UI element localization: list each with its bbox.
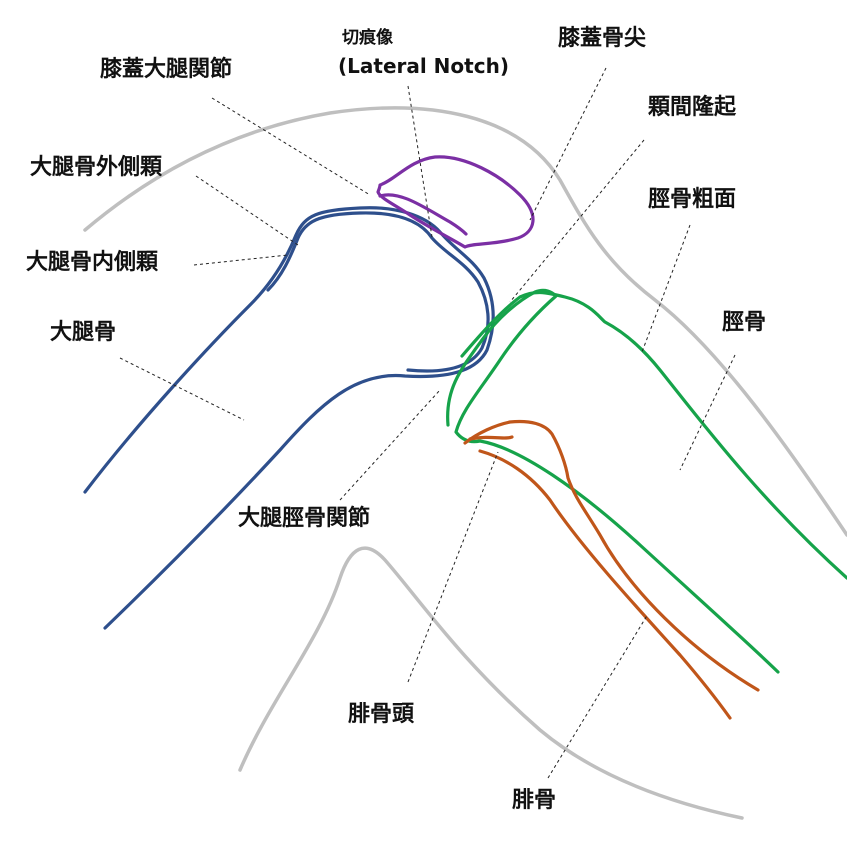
leader-lateral-notch (407, 85, 433, 238)
leader-intercondylar-eminence (509, 139, 645, 303)
leader-femur (119, 357, 245, 421)
leader-tibiofemoral-joint (339, 389, 441, 501)
leader-patella-apex (529, 67, 607, 221)
leader-fibula (547, 613, 649, 779)
tibia-outline-posterior (446, 288, 780, 674)
label-medial-femoral-condyle: 大腿骨内側顆 (26, 250, 159, 275)
patella-inner-line (378, 193, 468, 236)
patella-outline (376, 155, 535, 249)
label-patella-apex: 膝蓋骨尖 (558, 26, 647, 51)
femur-outline (83, 206, 495, 630)
label-lateral-femoral-condyle: 大腿骨外側顆 (30, 155, 163, 180)
label-tibial-tuberosity: 脛骨粗面 (648, 187, 737, 212)
label-patellofemoral-joint: 膝蓋大腿関節 (100, 57, 233, 82)
leader-fibular-head (407, 451, 499, 683)
lateral-femoral-condyle-outline (266, 211, 490, 373)
leader-tibial-tuberosity (641, 224, 691, 353)
leader-patellofemoral-joint (211, 97, 371, 196)
leader-medial-femoral-condyle (193, 254, 289, 266)
label-tibiofemoral-joint: 大腿脛骨関節 (238, 506, 371, 531)
label-fibula: 腓骨 (512, 788, 557, 813)
fibula-outline-right (468, 435, 732, 720)
tibia-outline-anterior (460, 290, 847, 580)
label-lateral-notch-en: (Lateral Notch) (338, 54, 509, 78)
thigh-skin-outline (83, 106, 847, 537)
label-femur: 大腿骨 (50, 320, 117, 345)
label-intercondylar-eminence: 顆間隆起 (648, 95, 737, 120)
label-lateral-notch-jp: 切痕像 (342, 28, 393, 48)
fibula-outline-left (463, 419, 760, 692)
calf-skin-outline (238, 546, 744, 820)
label-tibia: 脛骨 (722, 310, 767, 335)
label-fibular-head: 腓骨頭 (348, 702, 415, 727)
leader-lateral-femoral-condyle (195, 175, 299, 246)
